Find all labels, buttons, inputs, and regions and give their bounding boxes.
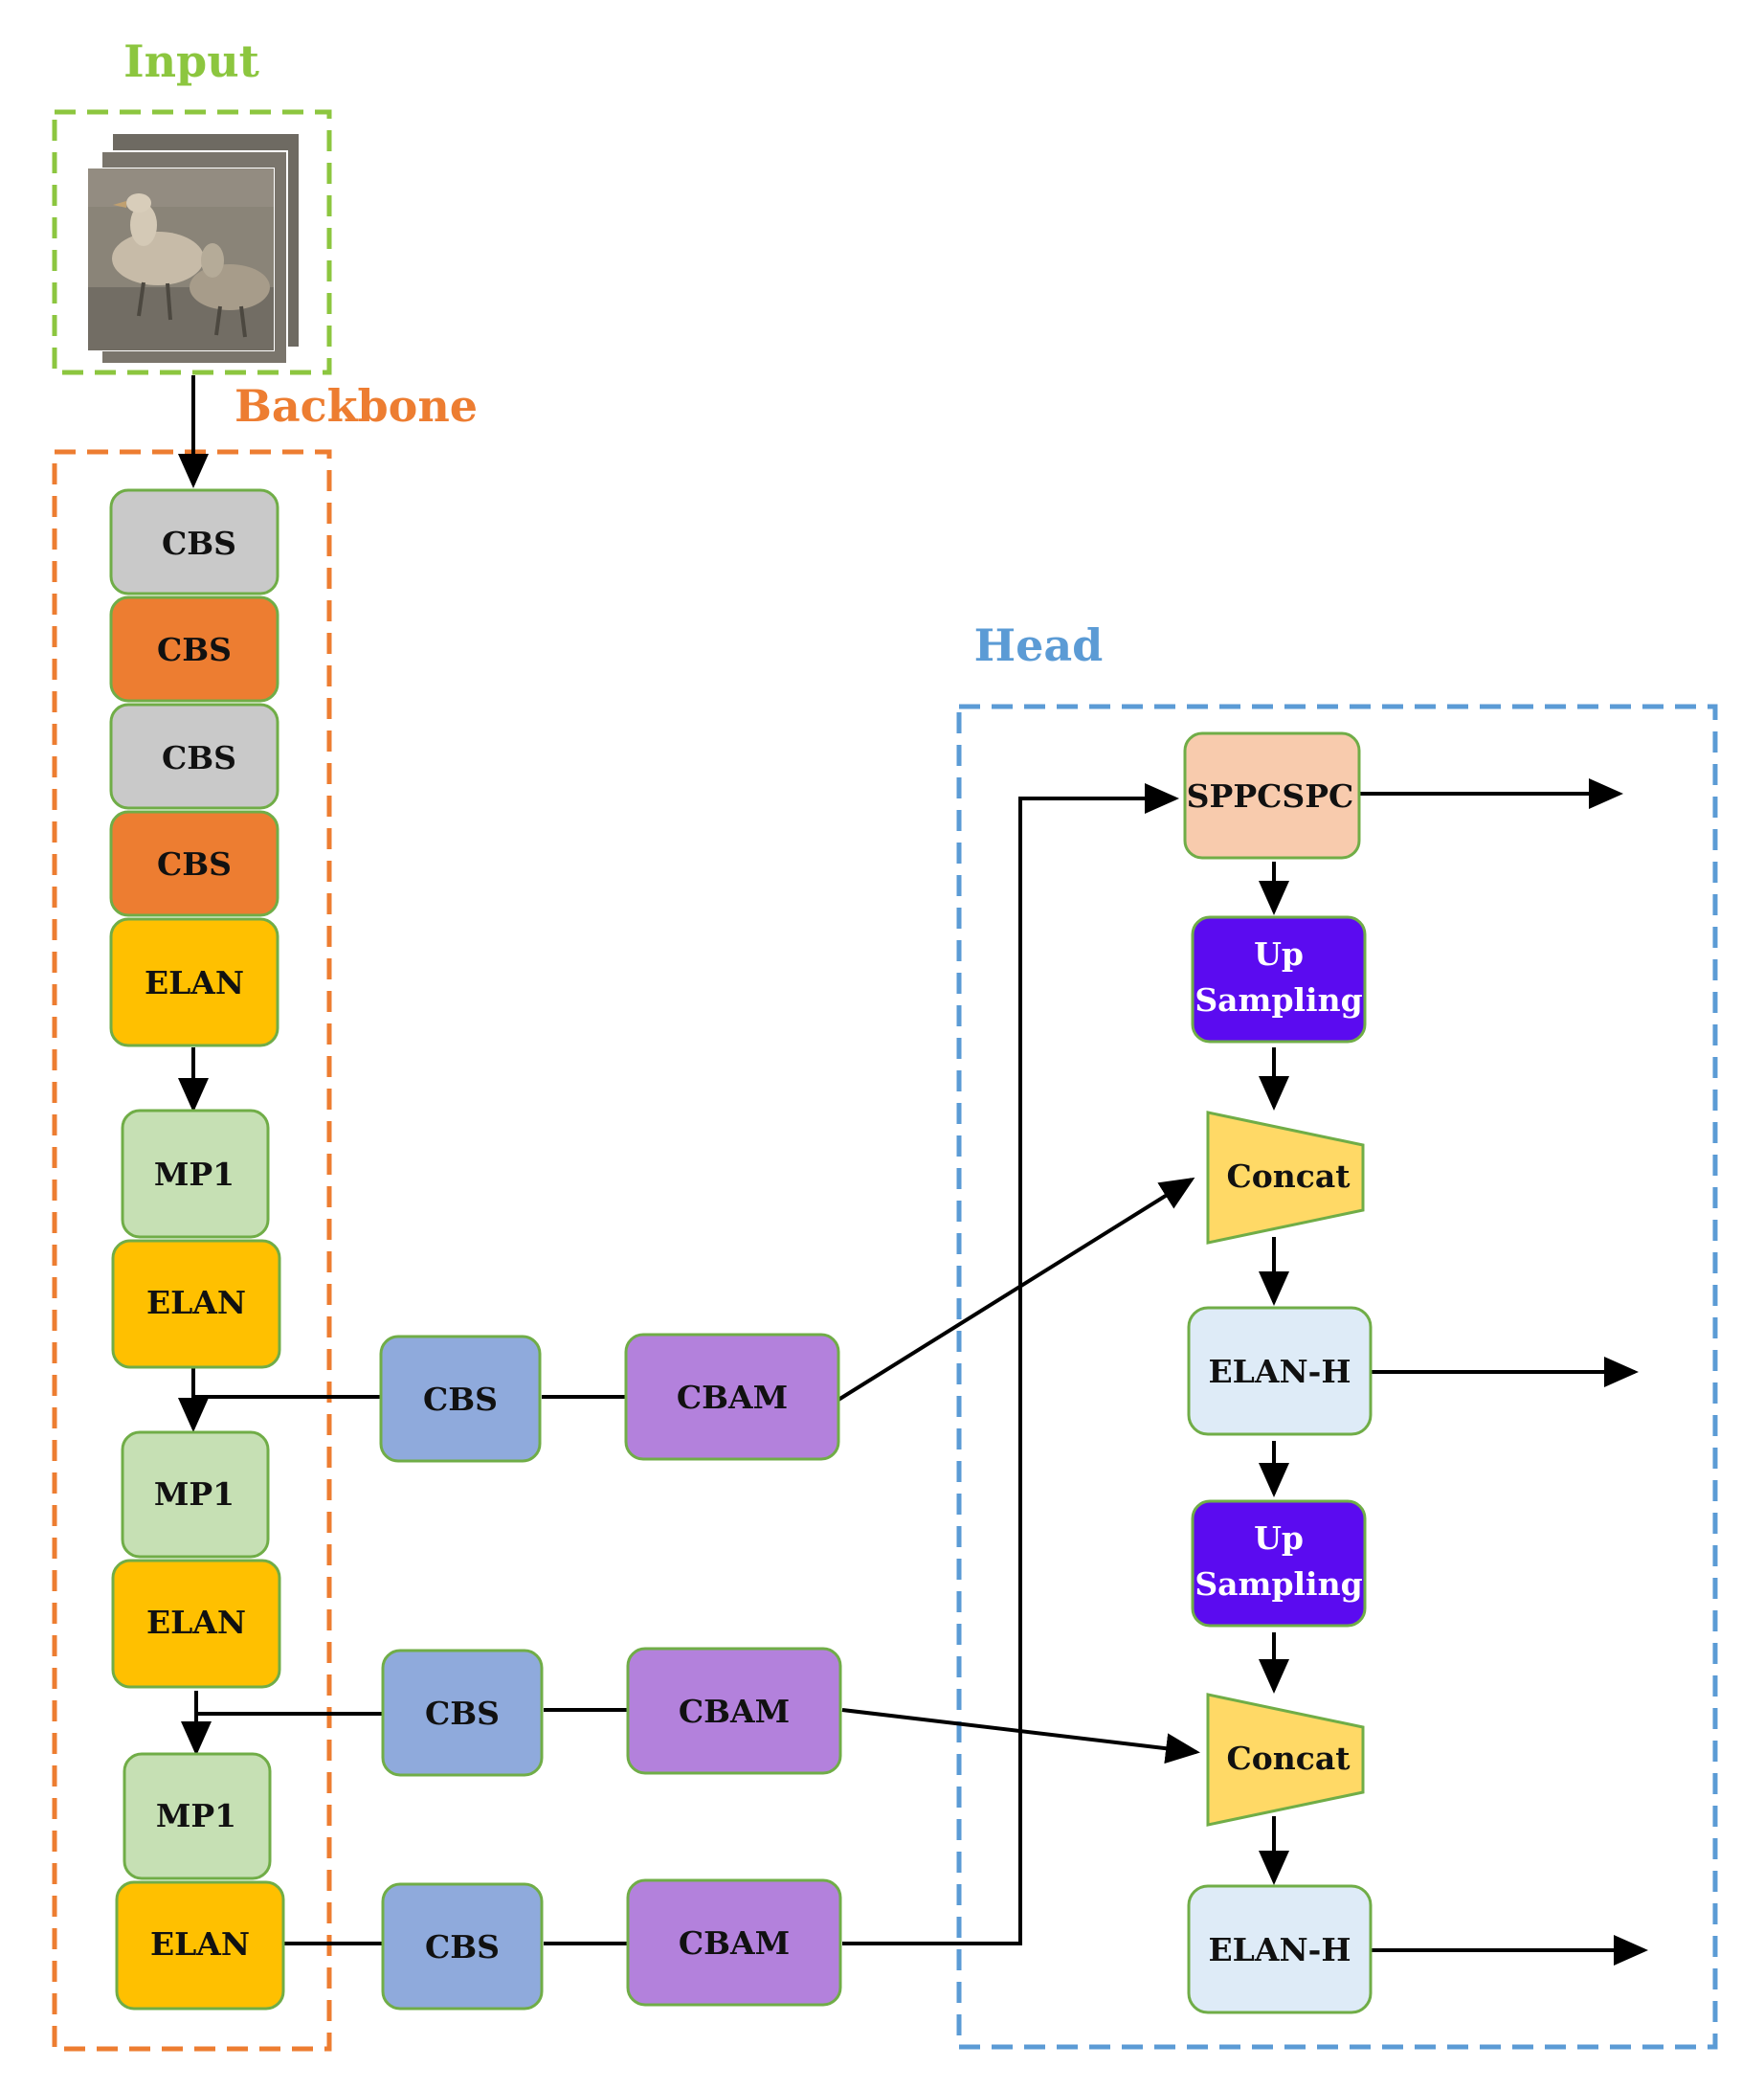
backbone-elan-3 [111, 1559, 281, 1689]
backbone-mp1-1-label: MP1 [154, 1156, 234, 1193]
input-title: Input [123, 35, 260, 87]
neck-cbam-3 [626, 1878, 842, 2007]
backbone-elan-1 [109, 917, 279, 1047]
head-elanh-1 [1187, 1306, 1373, 1436]
neck-cbs-3 [381, 1882, 544, 2011]
neck-cbs-2-label: CBS [425, 1695, 500, 1732]
head-concat-1-label: Concat [1227, 1157, 1351, 1195]
backbone-mp1-3 [123, 1752, 272, 1880]
head-upsampling-1-label-line2: Sampling [1195, 981, 1362, 1019]
backbone-cbs-2 [109, 596, 279, 703]
backbone-elan-2 [111, 1239, 281, 1369]
head-title: Head [974, 619, 1104, 671]
input-image [88, 169, 274, 350]
backbone-mp1-1 [121, 1109, 270, 1239]
backbone-mp1-2 [121, 1430, 270, 1559]
neck-cbs-1-label: CBS [423, 1381, 498, 1418]
neck-cbam-1 [624, 1333, 840, 1461]
head-upsampling-2-label-line2: Sampling [1195, 1565, 1362, 1603]
backbone-title: Backbone [234, 380, 478, 432]
backbone-elan-3-label: ELAN [146, 1604, 246, 1641]
neck-cbam-2 [626, 1647, 842, 1775]
neck-cbam-1-label: CBAM [677, 1379, 788, 1416]
head-sppcspc-label: SPPCSPC [1187, 777, 1354, 815]
backbone-cbs-4 [109, 810, 279, 917]
backbone-cbs-3 [109, 703, 279, 810]
backbone-cbs-3-label: CBS [162, 739, 236, 776]
neck-labels: CBS CBAM CBS CBAM CBS CBAM [423, 1379, 790, 1966]
backbone-cbs-2-label: CBS [157, 631, 232, 668]
backbone-cbs-1-label: CBS [162, 525, 236, 562]
head-upsampling-2 [1191, 1499, 1367, 1628]
neck-cbs-1 [379, 1335, 542, 1463]
backbone-elan-1-label: ELAN [145, 964, 244, 1001]
backbone-elan-4-label: ELAN [150, 1925, 250, 1963]
head-elanh-2-label: ELAN-H [1209, 1931, 1351, 1968]
head-elanh-1-label: ELAN-H [1209, 1353, 1351, 1390]
neck-blocks [379, 1333, 842, 2011]
backbone-cbs-1 [109, 488, 279, 596]
input-image-stack [87, 134, 299, 365]
backbone-labels: CBS CBS CBS CBS ELAN MP1 ELAN MP1 ELAN M… [145, 525, 250, 1963]
neck-cbam-3-label: CBAM [679, 1924, 790, 1962]
backbone-mp1-3-label: MP1 [156, 1797, 236, 1834]
head-sppcspc [1183, 731, 1361, 860]
head-upsampling-2-label-line1: Up [1254, 1519, 1304, 1557]
head-region [956, 704, 1718, 2050]
head-concat-1 [1206, 1111, 1365, 1245]
backbone-elan-2-label: ELAN [146, 1284, 246, 1321]
head-concat-2 [1206, 1693, 1365, 1827]
head-labels: SPPCSPC Up Sampling Concat ELAN-H Up Sam… [1187, 777, 1363, 1968]
head-upsampling-1-label-line1: Up [1254, 935, 1304, 973]
head-upsampling-1 [1191, 915, 1367, 1044]
head-blocks [1183, 731, 1373, 2014]
connectors [178, 375, 1648, 1966]
input-region [52, 109, 332, 375]
head-concat-2-label: Concat [1227, 1740, 1351, 1777]
neck-cbs-2 [381, 1649, 544, 1777]
head-elanh-2 [1187, 1884, 1373, 2014]
backbone-mp1-2-label: MP1 [154, 1475, 234, 1513]
backbone-blocks [109, 488, 285, 2011]
neck-cbam-2-label: CBAM [679, 1693, 790, 1730]
neck-cbs-3-label: CBS [425, 1928, 500, 1966]
backbone-elan-4 [115, 1880, 285, 2011]
backbone-cbs-4-label: CBS [157, 845, 232, 883]
arrow-cbam3-to-sppcspc [842, 783, 1179, 1945]
arrow-cbam1-to-concat1 [837, 1177, 1195, 1402]
